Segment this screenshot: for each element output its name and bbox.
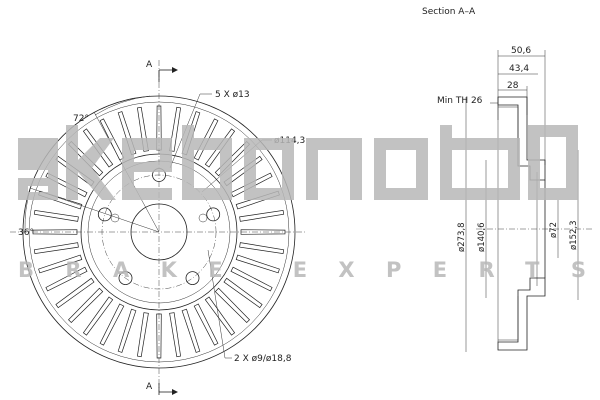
section-marker-top-arrowhead [172,67,178,73]
cooling-vane [38,254,83,274]
min-thickness-label: Min TH 26 [437,96,483,106]
dia-outer-label: ø273,8 [457,222,467,252]
cooling-vane [223,277,263,309]
cooling-vane [181,308,201,353]
section-marker-bottom-arrowhead [172,389,178,395]
cooling-vane [214,287,250,323]
section-marker-bottom-label: A [146,382,153,392]
cooling-vane [204,296,236,336]
cooling-vane [117,308,137,353]
dia-hat-label: ø140,6 [477,222,487,252]
cooling-vane [33,242,79,254]
section-marker-top-label: A [146,60,153,70]
cooling-vane [239,242,285,254]
cooling-vane [68,287,104,323]
cooling-vane [45,266,88,292]
cooling-vane [169,106,181,152]
cooling-vane [239,210,285,222]
section-profile-lower [497,277,546,351]
angle-left-label: 36° [18,228,34,238]
bolt-hole [206,207,221,222]
brand-watermark: akebono BRAKE EXPERTS [18,125,586,282]
locator-hole [110,213,120,223]
dim-overall-label: 50,6 [511,46,531,56]
locator-callout-leader [207,249,232,359]
locator-hole [198,213,208,223]
section-title: Section A–A [422,7,476,17]
cooling-vane [137,312,149,358]
cooling-vane [230,266,273,292]
cooling-vane [33,210,79,222]
angle-top-label: 72° [73,114,89,124]
cooling-vane [55,277,95,309]
dia-hub-label: ø152,3 [569,220,579,250]
bolt-hole [118,271,133,286]
cooling-vane [82,296,114,336]
bolt-hole [185,271,200,286]
watermark-tagline: BRAKE EXPERTS [18,258,586,282]
cooling-vane [235,254,280,274]
cooling-vane [99,303,125,346]
cooling-vane [169,312,181,358]
bolt-callout-label: 5 X ø13 [215,90,250,100]
bolt-callout-leader [169,93,212,169]
dim-inner-label: 28 [507,81,519,91]
watermark-logo: akebono [18,125,578,200]
cooling-vane [193,303,219,346]
dia-bore-label: ø72 [549,222,559,238]
front-view: A A 72° 36° 5 X ø13 ø114,3 2 X ø9/ø18,8 [10,60,305,395]
locator-holes [110,213,208,223]
dim-mid-label: 43,4 [509,64,529,74]
bolt-hole [97,207,112,222]
section-vent-lower [498,296,519,341]
angle-arc-36 [24,189,31,231]
locator-callout-label: 2 X ø9/ø18,8 [234,354,292,364]
angle-arc-72 [94,95,151,116]
